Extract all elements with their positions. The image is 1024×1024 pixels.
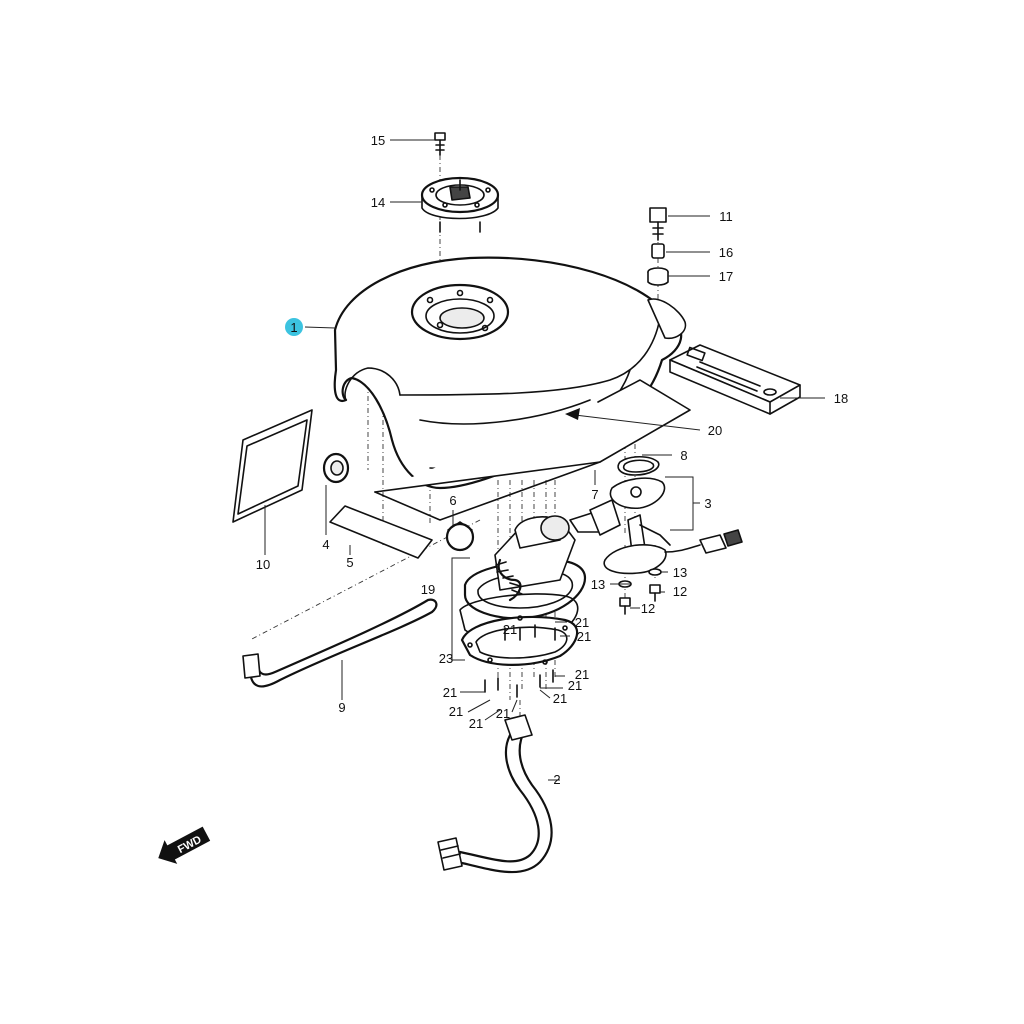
rubber-damper <box>647 267 669 286</box>
callout-12-upper[interactable]: 12 <box>673 584 687 599</box>
callout-15[interactable]: 15 <box>371 133 385 148</box>
callout-21-i[interactable]: 21 <box>469 716 483 731</box>
callout-5[interactable]: 5 <box>346 555 353 570</box>
fuel-cap <box>420 176 500 233</box>
fwd-direction-badge: FWD <box>158 826 211 864</box>
fuel-hose <box>437 714 553 874</box>
callout-2[interactable]: 2 <box>553 772 560 787</box>
callout-21-c[interactable]: 21 <box>503 622 517 637</box>
square-pad <box>232 409 313 523</box>
fwd-arrow-icon <box>158 826 211 864</box>
callout-21-b[interactable]: 21 <box>577 629 591 644</box>
collar <box>651 243 665 259</box>
callout-21-a[interactable]: 21 <box>575 615 589 630</box>
callout-21-e[interactable]: 21 <box>568 678 582 693</box>
callout-9[interactable]: 9 <box>338 700 345 715</box>
screws <box>484 624 556 698</box>
callout-1[interactable]: 1 <box>290 320 297 335</box>
callout-18[interactable]: 18 <box>834 391 848 406</box>
callout-1-highlight[interactable] <box>285 318 303 336</box>
fuel-level-sensor <box>603 477 743 575</box>
callout-6[interactable]: 6 <box>449 493 456 508</box>
callout-8[interactable]: 8 <box>680 448 687 463</box>
breather-hose <box>242 598 438 688</box>
mount-bolt <box>649 207 667 241</box>
callout-21-f[interactable]: 21 <box>553 691 567 706</box>
callout-labels: 1 2 3 4 5 6 7 8 9 10 11 12 12 13 13 14 1… <box>256 133 848 787</box>
callout-12-lower[interactable]: 12 <box>641 601 655 616</box>
rubber-strip <box>329 505 433 559</box>
callout-20[interactable]: 20 <box>708 423 722 438</box>
rear-rubber-pad <box>669 344 801 415</box>
sensor-gasket <box>617 455 660 476</box>
callout-11[interactable]: 11 <box>719 209 733 224</box>
callout-13-left[interactable]: 13 <box>591 577 605 592</box>
callout-13-right[interactable]: 13 <box>673 565 687 580</box>
callout-19[interactable]: 19 <box>421 582 435 597</box>
leader-lines <box>264 139 825 781</box>
callout-7[interactable]: 7 <box>591 487 598 502</box>
fuel-pump-assembly <box>459 499 621 698</box>
callout-14[interactable]: 14 <box>371 195 385 210</box>
callout-21-g[interactable]: 21 <box>443 685 457 700</box>
fwd-label: FWD <box>176 834 204 856</box>
callout-21-d[interactable]: 21 <box>575 667 589 682</box>
callout-21-h[interactable]: 21 <box>449 704 463 719</box>
drain-cap <box>445 521 475 552</box>
heat-shield-sheet <box>374 379 691 521</box>
cap-bolt <box>434 132 446 156</box>
callout-23[interactable]: 23 <box>439 651 453 666</box>
callout-16[interactable]: 16 <box>719 245 733 260</box>
rubber-grommet <box>322 452 350 484</box>
callout-4[interactable]: 4 <box>322 537 329 552</box>
callout-21-j[interactable]: 21 <box>496 706 510 721</box>
callout-17[interactable]: 17 <box>719 269 733 284</box>
callout-3[interactable]: 3 <box>704 496 711 511</box>
callout-arrow-20 <box>565 408 701 431</box>
callout-10[interactable]: 10 <box>256 557 270 572</box>
